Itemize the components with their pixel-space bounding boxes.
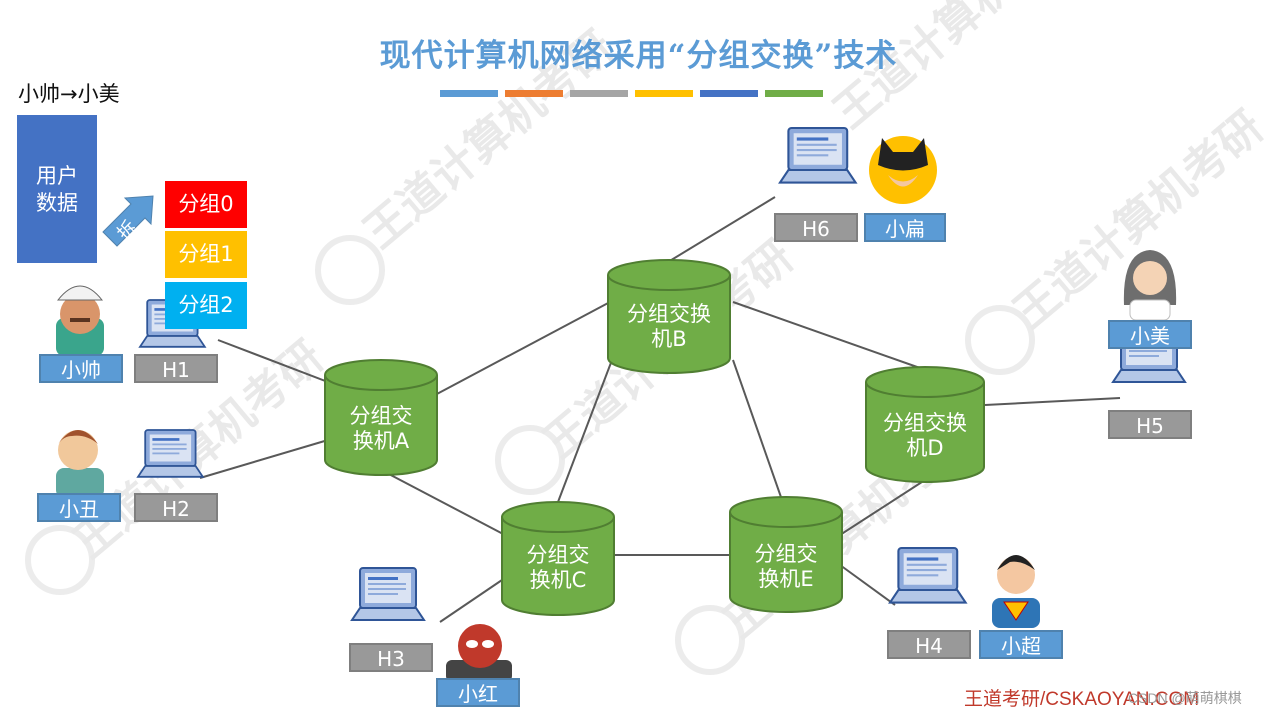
switch-e-line2: 换机E bbox=[758, 567, 814, 591]
link-c-h3 bbox=[439, 579, 503, 623]
page-title: 现代计算机网络采用“分组交换”技术 bbox=[379, 38, 898, 74]
title-bar-4 bbox=[635, 90, 693, 97]
title-bar-1 bbox=[440, 90, 498, 97]
switch-a-line1: 分组交 bbox=[349, 404, 413, 428]
footer-brand: 王道考研/CSKAOYAN.COM bbox=[964, 689, 1200, 710]
title-bar-2 bbox=[505, 90, 563, 97]
switch-e-label: 分组交 换机E bbox=[726, 542, 846, 592]
switch-b-line1: 分组交换 bbox=[627, 302, 711, 326]
user-tag-xiaomei: 小美 bbox=[1108, 320, 1192, 349]
title-bar-6 bbox=[765, 90, 823, 97]
link-b-e bbox=[732, 359, 783, 501]
switch-b-line2: 机B bbox=[651, 327, 687, 351]
switch-b bbox=[607, 259, 731, 374]
link-h2-a bbox=[199, 439, 329, 479]
user-data-block: 用户 数据 bbox=[17, 115, 97, 263]
avatar-xiaochao bbox=[992, 555, 1040, 628]
link-e-h4 bbox=[839, 564, 896, 606]
avatar-xiaochou bbox=[56, 430, 104, 498]
switch-b-label: 分组交换 机B bbox=[609, 302, 729, 352]
watermark-seal bbox=[495, 425, 565, 495]
switch-d-line1: 分组交换 bbox=[883, 411, 967, 435]
watermark-seal bbox=[965, 305, 1035, 375]
switch-a-label: 分组交 换机A bbox=[321, 404, 441, 454]
host-tag-h1: H1 bbox=[134, 354, 218, 383]
avatar-xiaobian bbox=[869, 136, 937, 204]
avatar-xiaohong bbox=[446, 624, 512, 682]
packet-0: 分组0 bbox=[165, 181, 247, 228]
link-b-d bbox=[732, 301, 921, 369]
switch-e-line1: 分组交 bbox=[754, 542, 818, 566]
watermark-seal bbox=[315, 235, 385, 305]
host-tag-h4: H4 bbox=[887, 630, 971, 659]
split-arrow: 拆 bbox=[102, 195, 154, 247]
link-e-d bbox=[839, 479, 926, 536]
flow-label: 小帅→小美 bbox=[18, 82, 120, 106]
link-h1-a bbox=[217, 339, 329, 383]
switch-d bbox=[865, 366, 985, 483]
switch-d-line2: 机D bbox=[906, 436, 944, 460]
user-tag-xiaochou: 小丑 bbox=[37, 493, 121, 522]
watermark-seal bbox=[675, 605, 745, 675]
switch-d-label: 分组交换 机D bbox=[865, 411, 985, 461]
link-a-b bbox=[434, 301, 611, 396]
switch-c bbox=[501, 501, 615, 616]
switch-c-label: 分组交 换机C bbox=[498, 543, 618, 593]
title-bar-3 bbox=[570, 90, 628, 97]
footer-note: CSDN @萌萌棋棋 bbox=[1128, 690, 1242, 706]
packet-2: 分组2 bbox=[165, 282, 247, 329]
switch-e bbox=[729, 496, 843, 613]
host-tag-h2: H2 bbox=[134, 493, 218, 522]
switch-c-line2: 换机C bbox=[529, 568, 587, 592]
link-b-h6 bbox=[667, 196, 776, 263]
link-a-c bbox=[384, 471, 506, 536]
user-tag-xiaobian: 小扁 bbox=[864, 213, 946, 242]
user-tag-xiaohong: 小红 bbox=[436, 678, 520, 707]
link-d-h5 bbox=[984, 397, 1121, 406]
laptop-h6 bbox=[778, 126, 857, 184]
packet-1: 分组1 bbox=[165, 231, 247, 278]
host-tag-h5: H5 bbox=[1108, 410, 1192, 439]
host-tag-h3: H3 bbox=[349, 643, 433, 672]
user-tag-xiaoshuai: 小帅 bbox=[39, 354, 123, 383]
user-data-line2: 数据 bbox=[36, 191, 78, 215]
laptop-h3 bbox=[351, 567, 425, 621]
title-bar-5 bbox=[700, 90, 758, 97]
user-tag-xiaochao: 小超 bbox=[979, 630, 1063, 659]
watermark-seal bbox=[25, 525, 95, 595]
laptop-h4 bbox=[888, 546, 967, 604]
user-data-line1: 用户 bbox=[36, 164, 78, 188]
switch-a bbox=[324, 359, 438, 476]
avatar-xiaomei bbox=[1123, 250, 1177, 321]
laptop-h2 bbox=[137, 429, 204, 478]
switch-c-line1: 分组交 bbox=[526, 543, 590, 567]
links bbox=[199, 196, 1121, 623]
switch-a-line2: 换机A bbox=[352, 429, 410, 453]
avatar-xiaoshuai bbox=[56, 285, 104, 356]
link-b-c bbox=[557, 359, 613, 503]
host-tag-h6: H6 bbox=[774, 213, 858, 242]
